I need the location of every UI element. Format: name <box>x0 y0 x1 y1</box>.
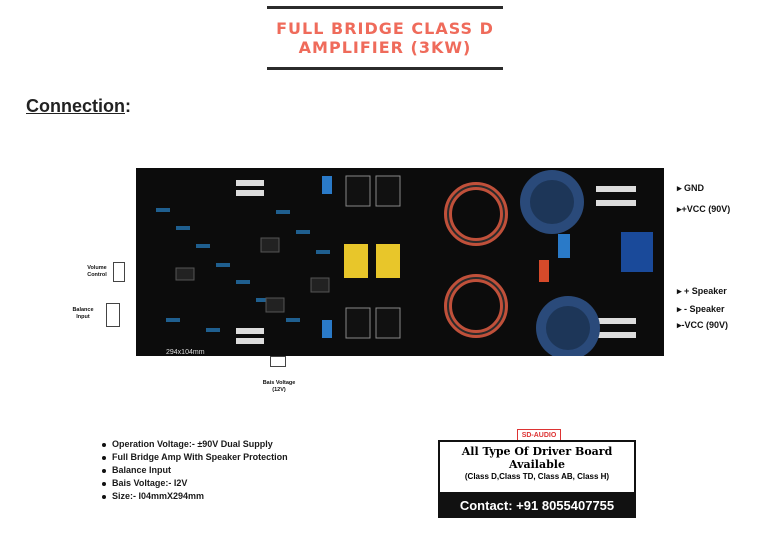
gnd-label: ▸ GND <box>677 183 705 193</box>
list-item: Operation Voltage:- ±90V Dual Supply <box>102 438 288 451</box>
list-item: Bais Voltage:- I2V <box>102 477 288 490</box>
ad-line-2: Available <box>509 458 565 471</box>
section-heading: Connection: <box>26 96 131 116</box>
driver-board-ad: All Type Of Driver Board Available (Clas… <box>438 440 636 494</box>
volume-connector-icon <box>113 262 125 282</box>
board-drawing: 294x104mm <box>136 168 664 360</box>
balance-connector-icon <box>106 303 120 327</box>
amplifier-board-image: 294x104mm <box>136 168 664 360</box>
title-banner: FULL BRIDGE CLASS D AMPLIFIER (3KW) <box>267 6 503 70</box>
list-item: Size:- I04mmX294mm <box>102 490 288 503</box>
vcc-negative-label: ▸-VCC (90V) <box>677 320 729 330</box>
bais-voltage-label: Bais Voltage (12V) <box>262 380 296 393</box>
title-line-2: AMPLIFIER (3KW) <box>298 38 472 57</box>
list-item: Full Bridge Amp With Speaker Protection <box>102 451 288 464</box>
bais-connector-icon <box>270 356 286 367</box>
board-size-label: 294x104mm <box>166 349 205 356</box>
ad-line-3: (Class D,Class TD, Class AB, Class H) <box>464 472 610 481</box>
vcc-positive-label: ▸+VCC (90V) <box>677 204 731 214</box>
contact-bar: Contact: +91 8055407755 <box>438 494 636 518</box>
list-item: Balance Input <box>102 464 288 477</box>
volume-control-label: Volume Control <box>87 265 107 278</box>
speaker-positive-label: ▸ + Speaker <box>677 286 727 296</box>
ad-line-1: All Type Of Driver Board <box>461 445 613 458</box>
spec-list: Operation Voltage:- ±90V Dual Supply Ful… <box>102 438 288 503</box>
balance-input-label: Balance Input <box>72 307 94 320</box>
speaker-negative-label: ▸ - Speaker <box>677 304 725 314</box>
title-line-1: FULL BRIDGE CLASS D <box>276 19 494 38</box>
